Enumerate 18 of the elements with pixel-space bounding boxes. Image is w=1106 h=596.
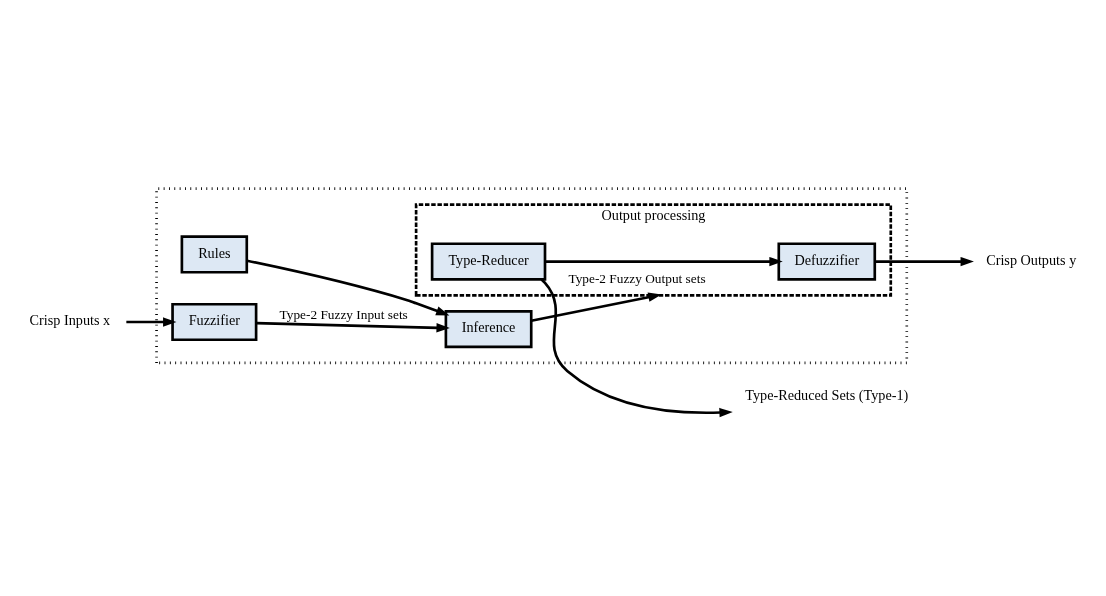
node-box: Rules <box>180 235 249 274</box>
node-box: Fuzzifier <box>171 302 258 342</box>
node-box: Inference <box>444 310 533 349</box>
arrow <box>540 278 733 418</box>
arrow <box>256 321 450 333</box>
node-box: Type-Reducer <box>430 242 547 281</box>
arrow <box>246 259 450 316</box>
cluster <box>155 187 909 365</box>
arrow <box>126 317 177 327</box>
arrow <box>531 292 662 322</box>
edge-label: Type-2 Fuzzy Output sets <box>568 270 706 286</box>
arrow <box>874 256 974 267</box>
arrow <box>545 256 783 267</box>
node-text: Crisp Outputs y <box>986 251 1077 268</box>
node-box: Defuzzifier <box>777 242 877 281</box>
node-text: Type-Reduced Sets (Type-1) <box>745 387 909 404</box>
edge-label: Type-2 Fuzzy Input sets <box>279 307 408 323</box>
node-text: Crisp Inputs x <box>29 312 111 329</box>
